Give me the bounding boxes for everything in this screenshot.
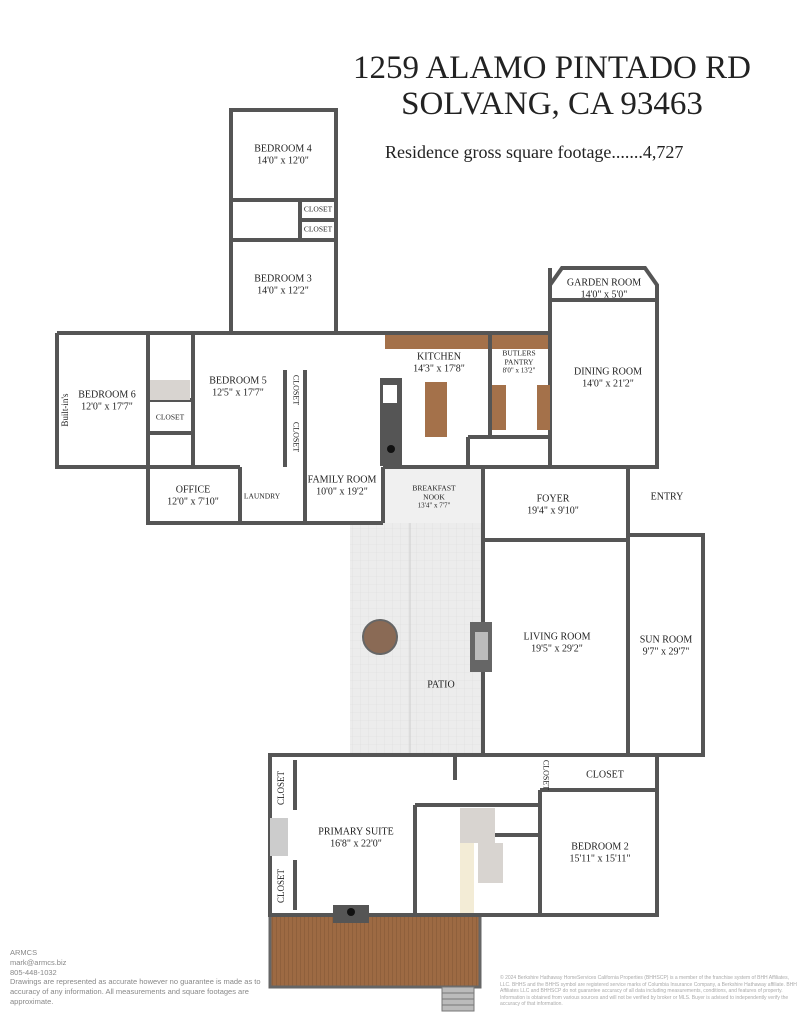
room-name: GARDEN ROOM [566,277,642,289]
legal-notice: © 2024 Berkshire Hathaway HomeServices C… [500,975,797,1007]
room-dim: 12'5" x 17'7" [212,387,264,398]
closet-label: CLOSET [291,421,301,453]
room-dim: 14'0" x 12'0" [257,155,309,166]
closet-label: CLOSET [155,412,185,422]
disclaimer: Drawings are represented as accurate how… [10,977,261,1006]
room-dim: 10'0" x 19'2" [316,486,368,497]
room-dim: 14'0" x 5'0" [580,289,628,300]
room-dim: 12'0" x 17'7" [81,401,133,412]
room-name: FAMILY ROOM [307,474,377,486]
room-dim: 15'11" x 15'11" [569,853,631,864]
room-name: BEDROOM 3 [254,273,312,285]
closet-label: CLOSET [586,769,624,781]
room-laundry: LAUNDRY [243,491,281,501]
room-dim: 8'0" x 13'2" [502,366,536,375]
room-dim: 19'5" x 29'2" [531,643,583,654]
room-name: BEDROOM 2 [571,841,629,853]
room-name: LIVING ROOM [523,631,591,643]
fire-pit-icon [362,619,398,655]
address-line-2: SOLVANG, CA 93463 [401,86,703,122]
room-name: SUN ROOM [639,634,693,646]
room-dim: 14'0" x 12'2" [257,285,309,296]
room-dim: 13'4" x 7'7" [417,501,451,510]
closet-label: CLOSET [275,868,286,904]
room-dim: 14'3" x 17'8" [413,363,465,374]
closet-label: CLOSET [303,224,333,234]
phone: 805-448-1032 [10,967,57,977]
square-footage: Residence gross square footage.......4,7… [385,142,684,162]
company-name: ARMCS [10,948,38,957]
room-name: BREAKFAST NOOK [412,483,456,501]
closet-label: CLOSET [275,770,286,806]
room-name: BEDROOM 4 [254,143,312,155]
room-name: KITCHEN [417,351,461,363]
room-name: BEDROOM 5 [209,375,267,387]
email-link[interactable]: mark@armcs.biz [10,957,67,967]
room-dim: 9'7" x 29'7" [642,646,690,657]
pantry-counter [492,335,548,349]
room-dim: 12'0" x 7'10" [167,496,219,507]
room-name: PRIMARY SUITE [318,826,394,838]
walls [55,108,705,917]
room-entry: ENTRY [650,491,684,503]
contact-info: ARMCS mark@armcs.biz 805-448-1032 Drawin… [10,948,270,1007]
closet-label: CLOSET [541,759,551,791]
built-ins-label: Built-in's [59,393,70,427]
room-patio: PATIO [427,679,455,691]
room-dim: 19'4" x 9'10" [527,505,579,516]
room-name: OFFICE [175,484,211,496]
room-name: BUTLERS PANTRY [502,348,536,366]
room-name: BEDROOM 6 [78,389,136,401]
kitchen-counter [385,335,488,349]
room-dim: 16'8" x 22'0" [330,838,382,849]
address-line-1: 1259 ALAMO PINTADO RD [353,50,751,86]
room-name: DINING ROOM [573,366,643,378]
closet-label: CLOSET [291,374,301,406]
closet-label: CLOSET [303,204,333,214]
deck [268,913,482,989]
room-dim: 14'0" x 21'2" [582,378,634,389]
room-name: FOYER [536,493,570,505]
kitchen-island [425,382,447,437]
